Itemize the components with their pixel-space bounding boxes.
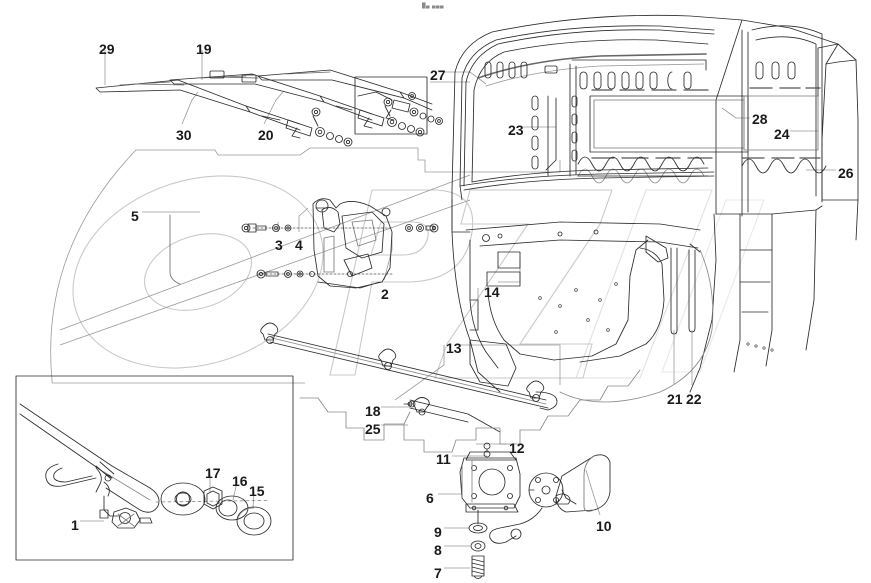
callout-23[interactable]: 23	[508, 122, 524, 138]
callout-4[interactable]: 4	[295, 237, 303, 253]
callout-22[interactable]: 22	[686, 391, 702, 407]
detail-inset-box	[15, 375, 294, 561]
harness-zigzag	[299, 369, 641, 453]
wiper-arm-group	[95, 69, 443, 147]
callout-5[interactable]: 5	[131, 208, 139, 224]
callout-9[interactable]: 9	[434, 524, 442, 540]
callout-30[interactable]: 30	[176, 127, 192, 143]
wiper-motor-group	[459, 451, 611, 579]
callout-26[interactable]: 26	[838, 165, 854, 181]
callout-24[interactable]: 24	[774, 126, 790, 142]
cab-shell	[451, 14, 859, 403]
callout-10[interactable]: 10	[596, 518, 612, 534]
callout-12[interactable]: 12	[509, 440, 525, 456]
callout-6[interactable]: 6	[426, 490, 434, 506]
callout-15[interactable]: 15	[249, 483, 265, 499]
top-faint-marking: █▄ ▄▄▄	[422, 3, 445, 9]
callout-17[interactable]: 17	[205, 465, 221, 481]
callout-3[interactable]: 3	[275, 237, 283, 253]
callout-27[interactable]: 27	[430, 67, 446, 83]
callout-28[interactable]: 28	[752, 111, 768, 127]
callout-7[interactable]: 7	[434, 565, 442, 581]
callout-1[interactable]: 1	[71, 517, 79, 533]
watermark-text-opz	[72, 175, 765, 379]
callout-20[interactable]: 20	[258, 127, 274, 143]
callout-25[interactable]: 25	[365, 421, 381, 437]
wiper-linkage-group	[260, 322, 558, 458]
callout-18[interactable]: 18	[365, 403, 381, 419]
callout-14[interactable]: 14	[484, 284, 500, 300]
callout-21[interactable]: 21	[667, 391, 683, 407]
callout-29[interactable]: 29	[99, 41, 115, 57]
callout-19[interactable]: 19	[196, 41, 212, 57]
callout-16[interactable]: 16	[232, 473, 248, 489]
callout-8[interactable]: 8	[434, 542, 442, 558]
callout-11[interactable]: 11	[436, 451, 451, 467]
callout-2[interactable]: 2	[381, 286, 389, 302]
washer-tank-group	[169, 198, 439, 289]
callout-13[interactable]: 13	[446, 340, 462, 356]
